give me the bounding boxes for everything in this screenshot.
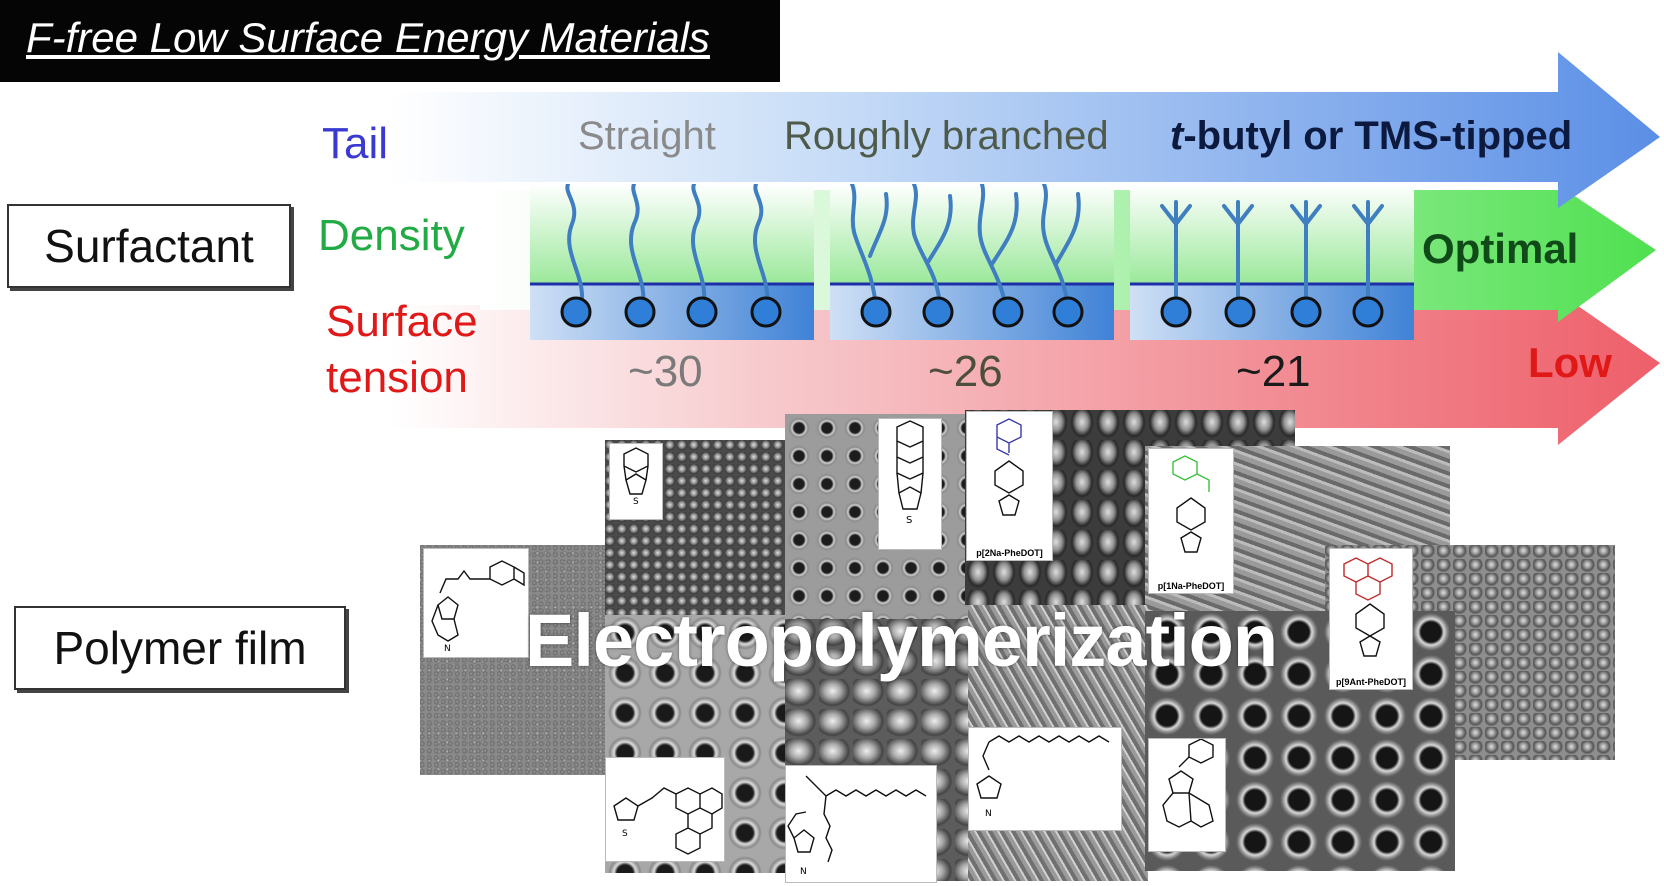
straight-tail-surfactant-icon (530, 184, 814, 340)
tail-tipped: t-butyl or TMS-tipped (1170, 116, 1572, 156)
tail-arrow (390, 52, 1660, 208)
chemical-structure: N (968, 727, 1122, 831)
chemical-structure: S (609, 443, 663, 520)
tail-tipped-text: -butyl or TMS-tipped (1183, 114, 1573, 158)
monomer-caption-p9ant: p[9Ant-PheDOT] (1336, 677, 1406, 687)
chemical-structure: S (878, 418, 942, 550)
chemical-structure: N (785, 765, 937, 883)
tipped-tail-surfactant-icon (1130, 184, 1414, 340)
branched-tail-surfactant-icon (830, 184, 1114, 340)
polymer-film-box: Polymer film (14, 606, 346, 690)
surface-tension-label-line2: tension (326, 353, 468, 402)
tension-value-straight: ~30 (628, 347, 703, 396)
tail-label: Tail (322, 119, 389, 168)
surfactant-box: Surfactant (7, 204, 291, 288)
svg-text:N: N (985, 809, 992, 819)
chemical-structure: p[9Ant-PheDOT] (1329, 548, 1413, 690)
svg-text:S: S (906, 515, 912, 526)
title-banner: F-free Low Surface Energy Materials (0, 0, 780, 82)
monomer-caption-p1na: p[1Na-PheDOT] (1157, 581, 1225, 591)
electropolymerization-label: Electropolymerization (525, 599, 1278, 682)
chemical-structure: p[2Na-PheDOT] (966, 411, 1053, 561)
chemical-structure: S (605, 757, 725, 862)
chemical-structure: p[1Na-PheDOT] (1148, 448, 1234, 594)
tension-value-branched: ~26 (928, 347, 1003, 396)
tail-roughly-branched: Roughly branched (784, 114, 1109, 158)
tail-straight: Straight (578, 114, 716, 158)
surfactant-label: Surfactant (44, 220, 254, 272)
title-text: F-free Low Surface Energy Materials (26, 14, 710, 61)
tail-tipped-prefix: t (1170, 114, 1184, 158)
chemical-structure: N (423, 548, 529, 658)
density-optimal: Optimal (1422, 225, 1579, 272)
svg-text:S: S (622, 829, 628, 839)
density-label: Density (318, 211, 465, 260)
monomer-caption-p2na: p[2Na-PheDOT] (976, 548, 1043, 558)
svg-text:N: N (800, 867, 807, 877)
polymer-film-label: Polymer film (53, 622, 307, 674)
tension-value-tipped: ~21 (1236, 347, 1311, 396)
tension-low: Low (1528, 339, 1612, 386)
svg-text:S: S (633, 497, 639, 507)
chemical-structure (1148, 738, 1226, 852)
surface-tension-label-line1: Surface (326, 297, 478, 346)
svg-text:N: N (444, 644, 451, 654)
